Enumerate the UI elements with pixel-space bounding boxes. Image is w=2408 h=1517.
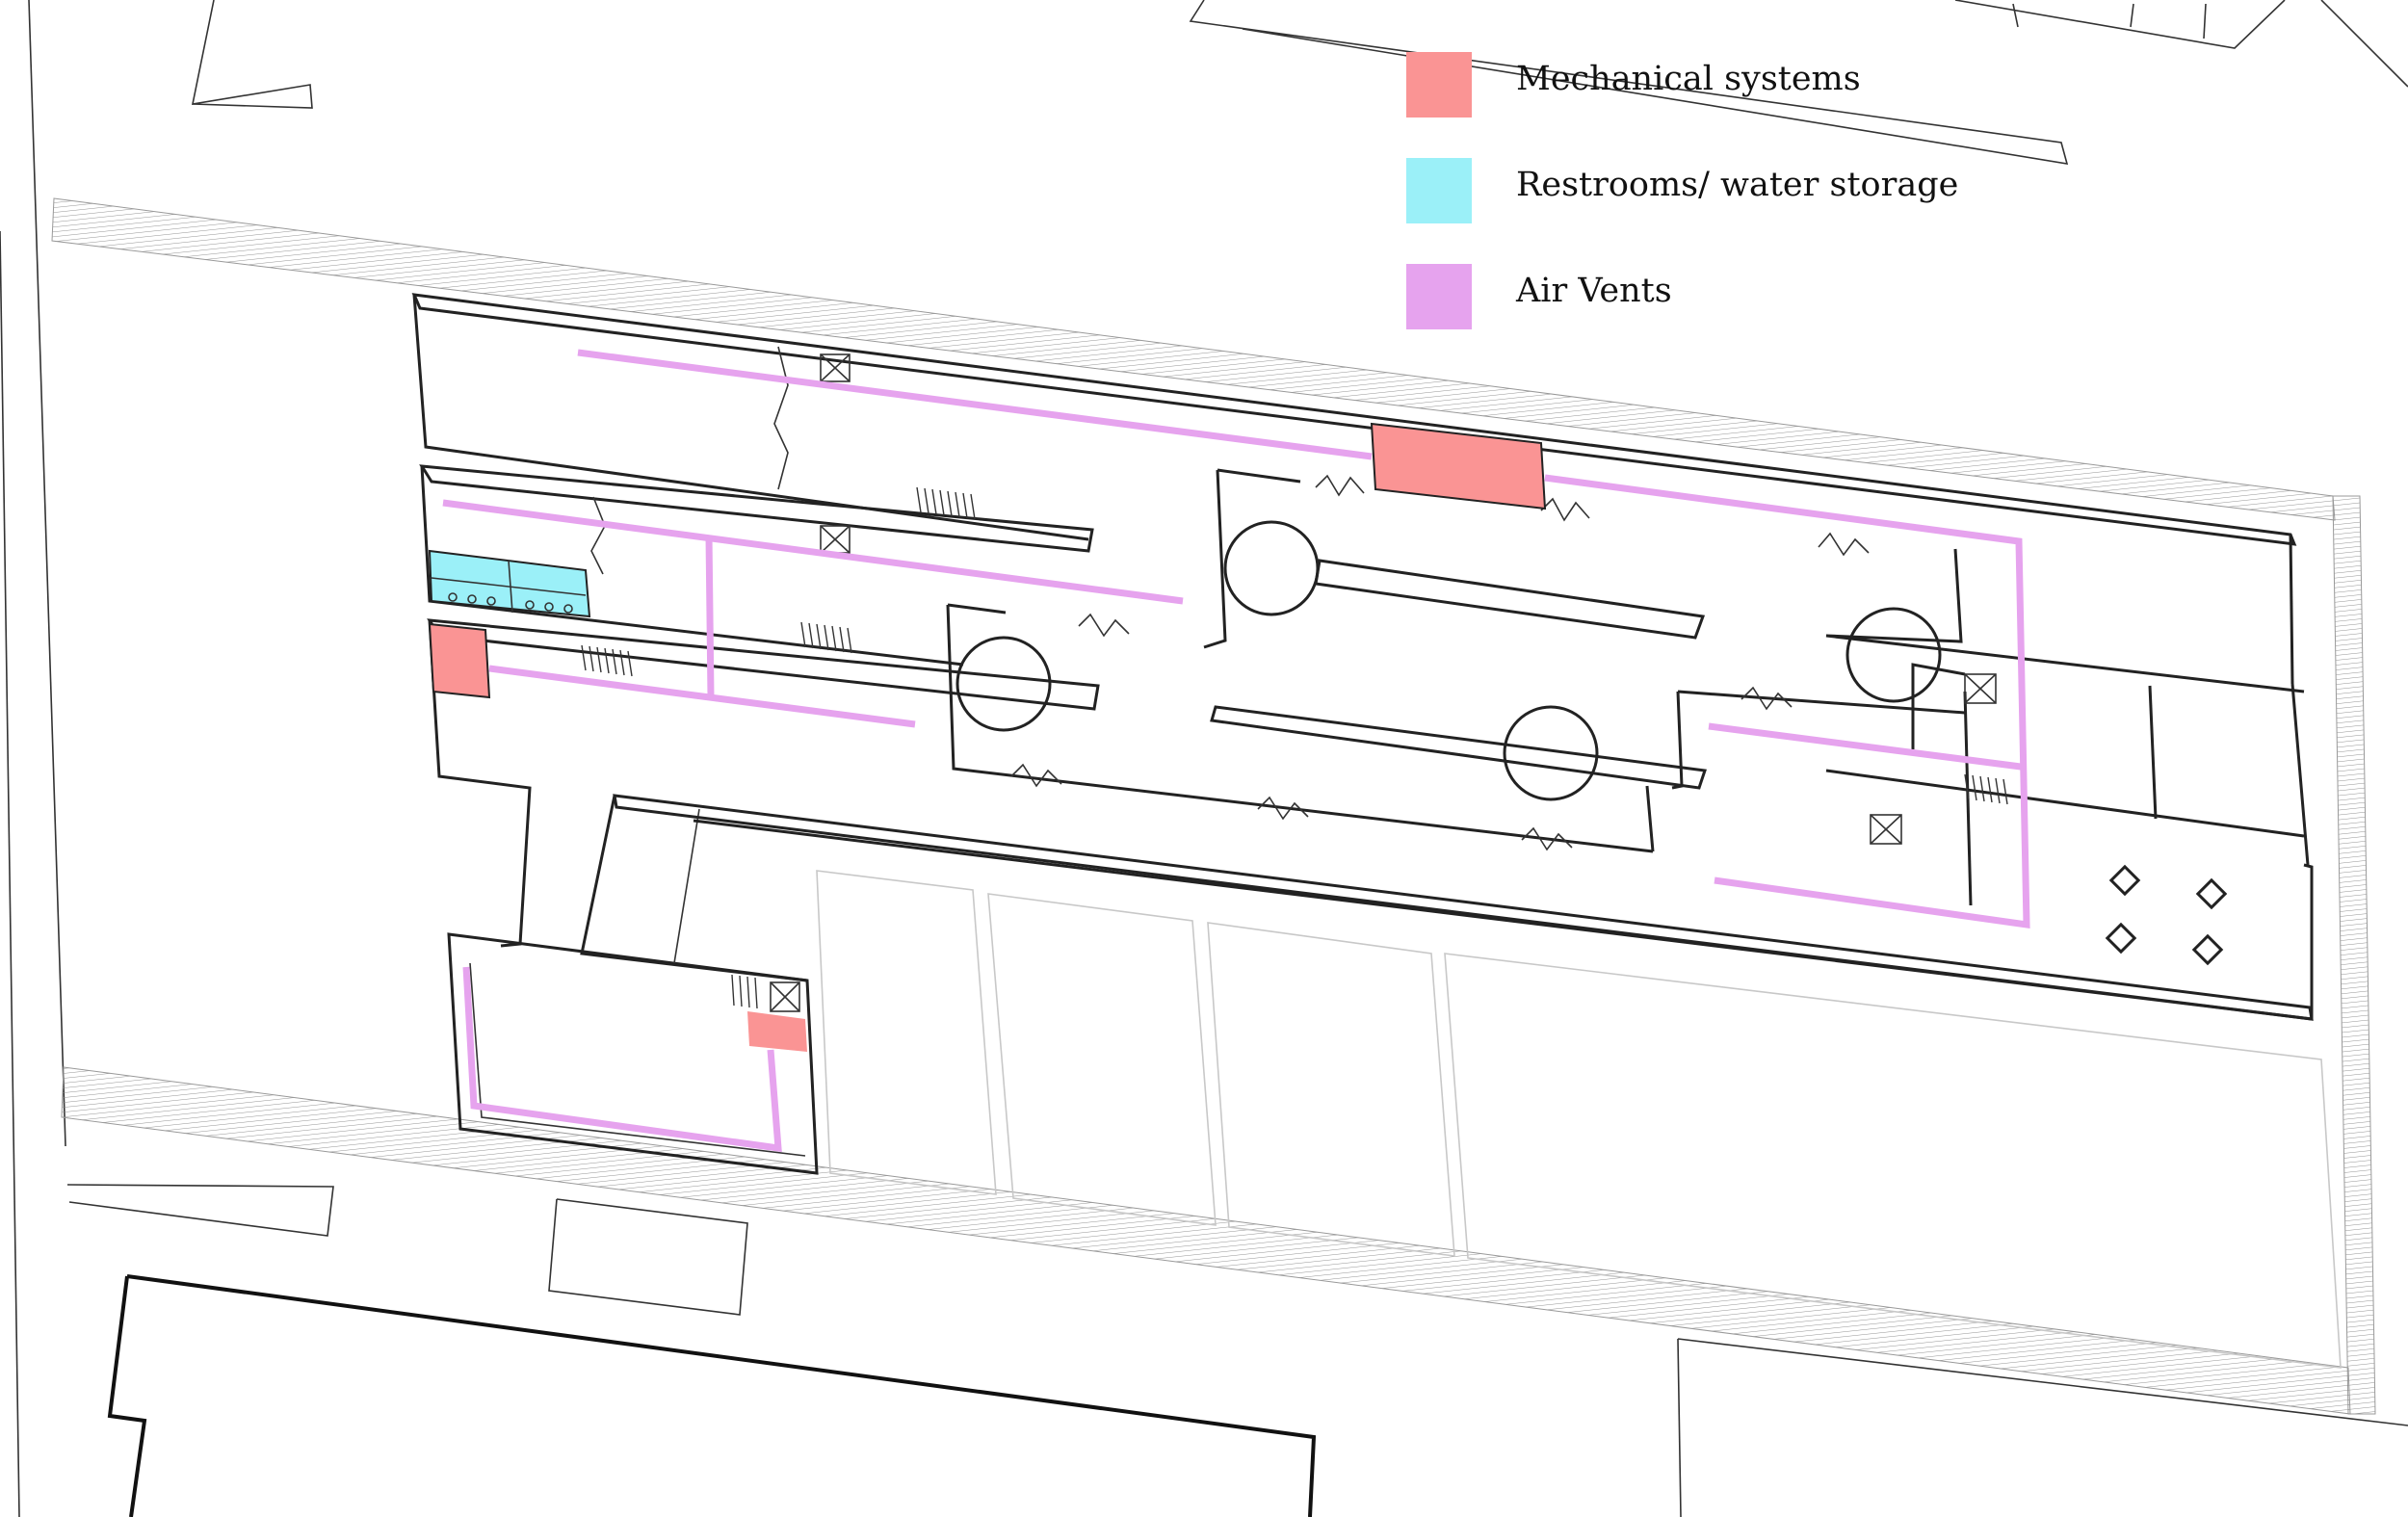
air-vent-duct <box>1708 722 2022 771</box>
corridor-partition <box>1314 559 1706 640</box>
legend-item-restrooms: Restrooms/ water storage <box>1406 158 2003 223</box>
legend: Mechanical systems Restrooms/ water stor… <box>1406 52 2003 370</box>
parking-bay <box>987 893 1217 1226</box>
hatch-band-right <box>2332 495 2376 1415</box>
air-vent-duct <box>705 535 715 698</box>
stair <box>731 974 758 1009</box>
air-vent-duct <box>462 966 782 1153</box>
mechanical-zone <box>428 622 491 699</box>
table-group <box>2105 864 2228 966</box>
air-vent-duct <box>488 665 916 728</box>
corridor-wall <box>1203 469 1227 649</box>
round-room <box>955 636 1052 732</box>
site-block-bottom-left <box>66 1184 334 1237</box>
neighbor-building-top-right <box>1954 0 2286 49</box>
zigzag-partition <box>1741 686 1793 711</box>
air-vent-duct <box>577 349 1373 460</box>
parking-grid <box>816 870 2342 1369</box>
stair <box>916 486 976 520</box>
south-west-wing-inner <box>469 962 806 1157</box>
lower-bar <box>693 819 2314 1021</box>
site-edge-left <box>0 230 20 1517</box>
building-walls <box>411 293 2314 1175</box>
wing-link-inner <box>673 808 700 964</box>
stair <box>581 644 633 677</box>
elevator-shaft <box>1870 814 1902 845</box>
elevator-shaft <box>820 525 851 554</box>
right-wall-lower <box>2290 683 2310 866</box>
site-edge-left-inner <box>28 0 66 1147</box>
legend-item-air-vents: Air Vents <box>1406 264 2003 329</box>
east-column-wall <box>1963 691 1973 906</box>
site-line-top-right <box>2320 0 2408 88</box>
restroom-fixtures <box>431 560 587 614</box>
top-wall <box>411 293 2297 546</box>
stair <box>800 621 852 654</box>
legend-label: Restrooms/ water storage <box>1516 166 1959 204</box>
legend-item-mechanical: Mechanical systems <box>1406 52 2003 118</box>
site-line-bottom <box>1677 1338 1682 1517</box>
legend-label: Air Vents <box>1516 272 1672 310</box>
west-wall <box>428 619 532 948</box>
wing-link-wall <box>580 795 808 982</box>
roof-line <box>2012 3 2019 28</box>
mechanical-swatch-icon <box>1406 52 1472 118</box>
mechanical-zone <box>747 1011 807 1052</box>
zigzag-partition <box>590 496 606 575</box>
air-vent-swatch-icon <box>1406 264 1472 329</box>
mechanical-zone <box>1370 422 1547 510</box>
third-bar <box>427 618 1100 711</box>
round-room <box>1503 705 1599 801</box>
round-room <box>1223 520 1320 616</box>
second-bar-bottom <box>420 465 964 667</box>
legend-label: Mechanical systems <box>1516 60 1861 98</box>
round-room <box>1845 607 1942 703</box>
elevator-shaft <box>770 981 800 1012</box>
corridor-wall <box>1677 690 1966 715</box>
roof-line <box>2130 3 2134 28</box>
second-bar <box>419 464 1094 553</box>
site-line-bottom-right <box>1677 1338 2408 1426</box>
parking-bay <box>1207 922 1455 1257</box>
hatch-band-bottom <box>61 1066 2351 1415</box>
zigzag-partition <box>1257 796 1309 821</box>
corridor-wall <box>946 604 1654 853</box>
stair <box>1964 773 2008 805</box>
corridor-wall <box>1645 785 1655 852</box>
zigzag-partition <box>773 346 789 490</box>
east-corridor-wall <box>1825 769 2305 838</box>
air-vent-duct <box>442 499 1184 605</box>
right-wall-upper <box>2289 534 2294 685</box>
parking-bay <box>1444 953 2342 1369</box>
hatched-perimeter <box>51 197 2376 1415</box>
site-block-bottom <box>548 1198 748 1316</box>
neighbor-building-top <box>1189 0 2069 165</box>
zigzag-partition <box>1521 826 1573 851</box>
corridor-wall <box>1671 691 1684 790</box>
zigzag-partition <box>1540 497 1590 522</box>
site-fragment-top-left <box>191 0 313 109</box>
corridor-partition <box>1210 705 1707 790</box>
elevator-shaft <box>1964 673 1997 704</box>
air-vent-duct <box>1544 474 2030 929</box>
elevator-shaft <box>820 353 851 382</box>
parking-bay <box>816 870 997 1195</box>
corridor-wall <box>947 603 1007 615</box>
restroom-swatch-icon <box>1406 158 1472 223</box>
corridor-wall <box>1217 468 1301 484</box>
east-room-wall <box>2148 685 2158 820</box>
neighbor-building-bottom <box>126 1274 1317 1517</box>
zigzag-partition <box>1315 474 1365 497</box>
east-room-wall <box>1911 663 1966 749</box>
roof-line <box>2203 3 2207 39</box>
neighbor-building-bottom-left <box>107 1275 147 1517</box>
air-vent-network <box>442 349 2030 1153</box>
east-corridor-wall <box>1825 548 2305 693</box>
zigzag-partition <box>1818 532 1870 557</box>
zigzag-partition <box>1010 763 1062 788</box>
zigzag-partition <box>1078 613 1130 638</box>
